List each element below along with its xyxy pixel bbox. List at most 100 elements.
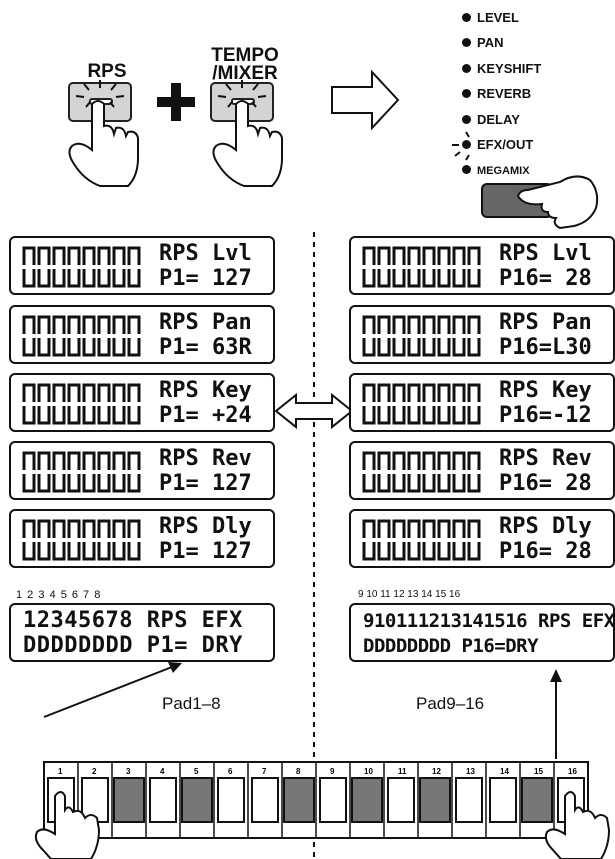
track-icons [22,314,146,358]
track-glyph-top [454,248,464,265]
track-glyph-bottom [39,269,49,286]
lcd-line1: RPS Pan [499,311,592,335]
track-glyph-top [114,521,124,538]
track-glyph-top [99,521,109,538]
track-icons [22,382,146,426]
mode-efx-out-led [462,140,471,149]
track-glyph-bottom [24,474,34,491]
pad-key-dark [284,778,314,822]
mode-keyshift-led [462,64,471,73]
track-glyph-bottom [439,406,449,423]
track-glyph-bottom [394,474,404,491]
track-glyph-bottom [364,269,374,286]
track-glyph-top [439,521,449,538]
track-glyph-bottom [454,269,464,286]
pad-key-light [150,778,176,822]
track-glyph-top [394,248,404,265]
track-glyph-bottom [129,542,139,559]
track-glyph-top [69,453,79,470]
key-number: 1 [58,767,63,776]
track-glyph-bottom [114,542,124,559]
pad-label-left: Pad1–8 [162,694,221,714]
track-glyph-bottom [379,542,389,559]
key-number: 12 [432,767,441,776]
pad-key-light [252,778,278,822]
lcd-line2: P1= 127 [159,267,252,291]
track-glyph-top [39,317,49,334]
track-icons [22,450,146,494]
track-glyph-top [469,317,479,334]
track-glyph-bottom [99,406,109,423]
track-glyph-bottom [24,542,34,559]
mode-pan-label: PAN [477,35,503,50]
track-glyph-top [114,317,124,334]
track-glyph-bottom [99,542,109,559]
track-glyph-top [84,385,94,402]
lcd-line1: RPS Lvl [499,242,592,266]
key-number: 11 [398,767,407,776]
lcd-efx-left: 12345678 RPS EFX DDDDDDDD P1= DRY [9,603,275,662]
pad-key-dark [182,778,212,822]
track-glyph-bottom [409,269,419,286]
track-glyph-bottom [39,474,49,491]
mode-level-label: LEVEL [477,10,519,25]
lcd-line1: RPS Key [499,379,592,403]
mode-megamix-label: MEGAMIX [477,165,530,177]
pad-key-dark [420,778,450,822]
track-glyph-top [129,521,139,538]
track-glyph-top [394,521,404,538]
lcd-line1: RPS Lvl [159,242,252,266]
key-number: 5 [194,767,199,776]
track-glyph-top [114,248,124,265]
key-number: 3 [126,767,131,776]
track-glyph-top [394,385,404,402]
track-glyph-bottom [379,338,389,355]
mode-efx-out-label: EFX/OUT [477,137,533,152]
track-glyph-top [379,317,389,334]
track-glyph-top [394,317,404,334]
mode-reverb: REVERB [462,86,531,102]
track-glyph-top [454,385,464,402]
track-glyph-bottom [364,338,374,355]
track-glyph-bottom [24,338,34,355]
track-glyph-bottom [439,474,449,491]
track-glyph-top [39,385,49,402]
track-glyph-bottom [364,474,374,491]
mode-reverb-label: REVERB [477,86,531,101]
lcd-efx-right-line2: DDDDDDDD P16=DRY [363,634,538,658]
track-glyph-bottom [54,406,64,423]
track-glyph-top [54,453,64,470]
track-glyph-top [469,521,479,538]
track-glyph-bottom [454,406,464,423]
mode-keyshift: KEYSHIFT [462,61,541,77]
track-glyph-bottom [54,269,64,286]
keyboard-frame [44,762,588,838]
lcd-line2: P16=L30 [499,336,592,360]
track-glyph-bottom [54,338,64,355]
track-glyph-bottom [379,406,389,423]
track-glyph-top [114,385,124,402]
mode-efx-out: EFX/OUT [462,137,533,153]
track-glyph-top [379,453,389,470]
top-diagram-graphics [0,0,615,230]
track-glyph-top [39,453,49,470]
pad-key-dark [522,778,552,822]
track-glyph-bottom [24,269,34,286]
track-glyph-bottom [394,406,404,423]
track-glyph-bottom [129,338,139,355]
lcd-line2: P1= 127 [159,540,252,564]
track-icons [362,245,486,289]
track-icons [22,518,146,562]
track-glyph-top [379,521,389,538]
track-glyph-top [439,317,449,334]
track-glyph-top [439,385,449,402]
track-glyph-bottom [379,474,389,491]
track-glyph-top [364,317,374,334]
track-glyph-top [364,521,374,538]
pad-key-light [388,778,414,822]
track-glyph-top [54,521,64,538]
track-glyph-bottom [99,474,109,491]
key-number: 9 [330,767,335,776]
track-glyph-top [69,385,79,402]
mode-level: LEVEL [462,10,519,26]
